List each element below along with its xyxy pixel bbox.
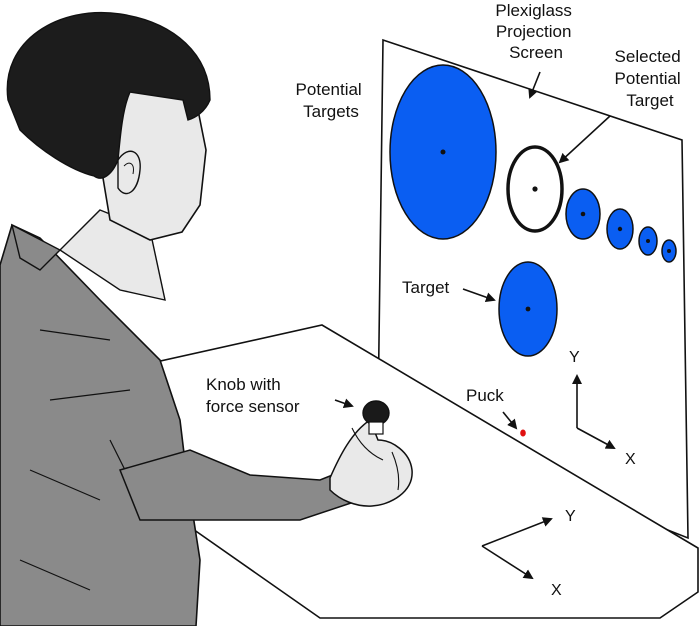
knob-icon	[362, 400, 390, 426]
screen-axes	[572, 374, 616, 449]
collar	[10, 223, 62, 271]
hair	[6, 12, 211, 179]
label-arrows	[334, 71, 611, 430]
knob-label-line-1: Knob with	[206, 375, 281, 394]
selected-target-label-line-2: Potential	[615, 69, 681, 88]
selected-target-label-line-3: Target	[626, 91, 674, 110]
hand	[329, 418, 413, 507]
potential-targets-label-line-2: Targets	[303, 102, 359, 121]
target-label: Target	[402, 278, 450, 297]
screen-label-line-1: Plexiglass	[495, 1, 572, 20]
knob-label: Knob with force sensor	[206, 375, 300, 416]
table-axis-x-label: X	[551, 582, 562, 599]
person-figure	[0, 12, 413, 626]
potential-targets-label: Potential Targets	[296, 80, 367, 121]
arrow-icon	[334, 398, 354, 409]
table-axes	[481, 517, 553, 580]
knob-label-line-2: force sensor	[206, 397, 300, 416]
screen-label-line-2: Projection	[496, 22, 572, 41]
selected-potential-target	[506, 145, 564, 233]
screen-label: Plexiglass Projection Screen	[495, 1, 576, 62]
arrow-icon	[462, 288, 496, 303]
arrow-icon	[558, 115, 611, 164]
puck	[520, 429, 526, 437]
puck-label: Puck	[466, 386, 504, 405]
selected-target-label: Selected Potential Target	[615, 47, 686, 110]
shirt	[0, 223, 201, 626]
ear-icon	[117, 150, 141, 195]
selected-target-label-line-1: Selected	[615, 47, 681, 66]
screen-axis-x-label: X	[625, 451, 636, 468]
target	[498, 261, 558, 357]
knob-stem	[368, 421, 384, 435]
screen-label-line-3: Screen	[509, 43, 563, 62]
arrow-icon	[528, 71, 541, 99]
potential-targets-label-line-1: Potential	[296, 80, 362, 99]
table-axis-y-label: Y	[565, 508, 576, 525]
arrow-icon	[502, 411, 518, 430]
potential-targets	[389, 64, 677, 263]
screen-axis-y-label: Y	[569, 349, 580, 366]
